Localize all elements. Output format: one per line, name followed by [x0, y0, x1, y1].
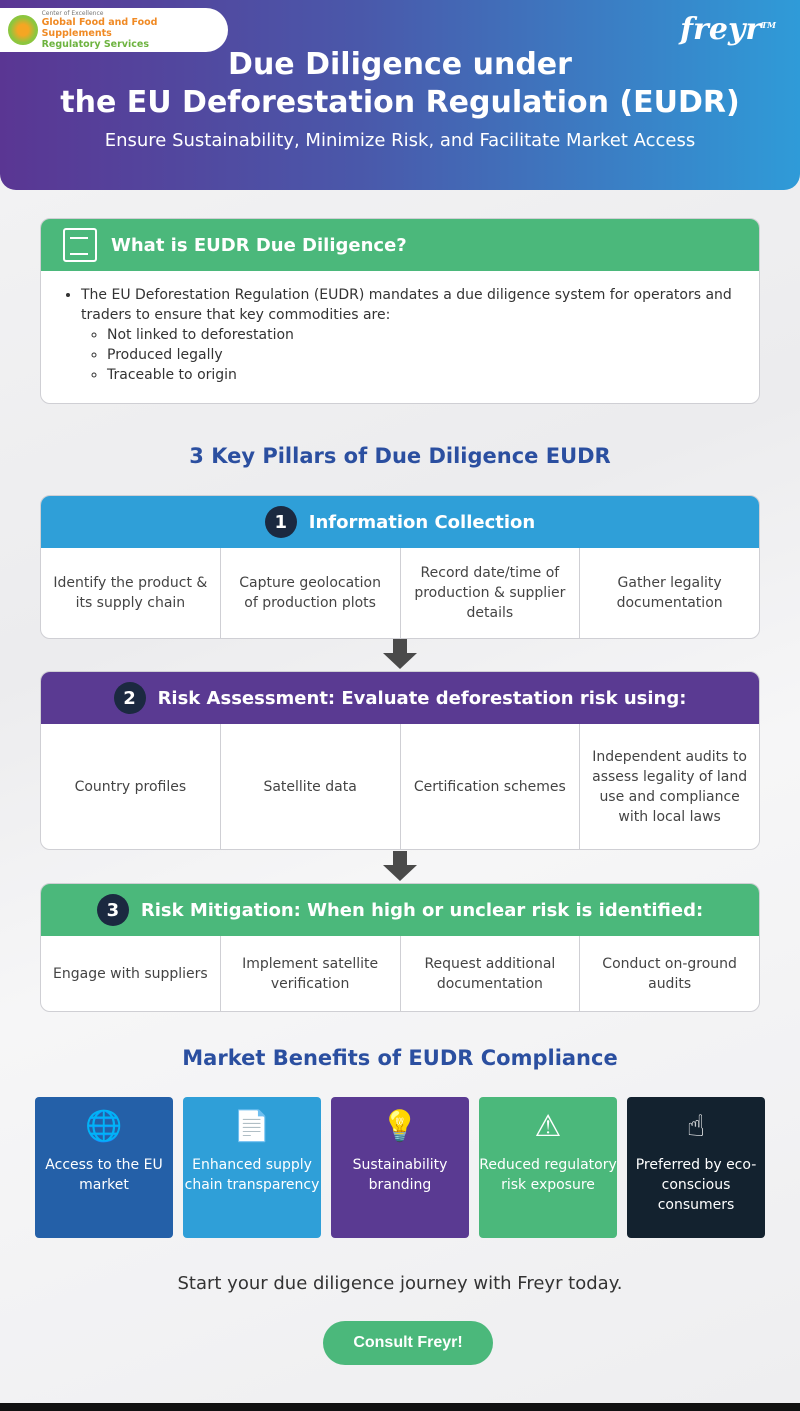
what-item: Produced legally	[107, 345, 741, 365]
benefit-card: 💡 Sustainability branding	[331, 1097, 469, 1238]
pillar-1: 1 Information Collection Identify the pro…	[40, 495, 760, 639]
pillar-cell: Identify the product & its supply chain	[41, 548, 221, 638]
brand-tm: TM	[761, 20, 776, 30]
pillar-cell: Satellite data	[221, 724, 401, 849]
hand-select-icon: ☝	[686, 1109, 706, 1144]
what-is-eudr-box: What is EUDR Due Diligence? The EU Defor…	[40, 218, 760, 404]
pillar-cell: Request additional documentation	[401, 936, 581, 1011]
what-item: Not linked to deforestation	[107, 325, 741, 345]
globe-chart-icon: 🌐	[85, 1109, 123, 1144]
benefit-label: Access to the EU market	[45, 1157, 163, 1193]
title-line2: the EU Deforestation Regulation (EUDR)	[60, 85, 740, 120]
benefit-card: ⚠ Reduced regulatory risk exposure	[479, 1097, 617, 1238]
document-eye-icon: 📄	[233, 1109, 271, 1144]
title-line1: Due Diligence under	[228, 47, 572, 82]
benefit-card: 📄 Enhanced supply chain transparency	[183, 1097, 321, 1238]
page-subtitle: Ensure Sustainability, Minimize Risk, an…	[104, 130, 696, 151]
logo-line1: Global Food and Food Supplements	[41, 17, 158, 39]
pillar-cell: Certification schemes	[401, 724, 581, 849]
pillar-2: 2 Risk Assessment: Evaluate deforestation…	[40, 671, 760, 850]
pillar-number: 1	[264, 506, 297, 538]
brand-name: freyr	[680, 12, 762, 47]
pillar-cell: Independent audits to assess legality of…	[592, 748, 748, 825]
benefit-label: Preferred by eco-conscious consumers	[635, 1157, 757, 1213]
pillar-cell: Implement satellite verification	[221, 936, 401, 1011]
coe-logo: Center of Excellence Global Food and Foo…	[0, 8, 228, 52]
pillar-heading: Risk Assessment: Evaluate deforestation …	[157, 687, 687, 709]
coe-emblem-icon	[8, 15, 38, 45]
logo-line0: Center of Excellence	[41, 10, 104, 17]
pillar-cell: Conduct on-ground audits	[602, 955, 737, 992]
benefit-card: ☝ Preferred by eco-conscious consumers	[627, 1097, 765, 1238]
down-arrow-icon	[383, 639, 417, 669]
what-heading: What is EUDR Due Diligence?	[111, 234, 407, 256]
pillar-3: 3 Risk Mitigation: When high or unclear r…	[40, 883, 760, 1012]
bottom-bar	[0, 1403, 800, 1411]
pillar-cell: Country profiles	[41, 724, 221, 849]
pillar-cell: Record date/time of production & supplie…	[401, 548, 581, 638]
pillar-number: 3	[96, 894, 129, 926]
benefit-label: Reduced regulatory risk exposure	[479, 1157, 617, 1193]
what-text: The EU Deforestation Regulation (EUDR) m…	[81, 285, 741, 385]
benefit-label: Enhanced supply chain transparency	[184, 1157, 320, 1193]
warning-arrows-icon: ⚠	[534, 1109, 562, 1144]
pillar-cell: Gather legality documentation	[616, 575, 723, 611]
pillar-number: 2	[113, 682, 146, 714]
consult-freyr-button[interactable]: Consult Freyr!	[323, 1321, 493, 1365]
down-arrow-icon	[383, 851, 417, 881]
logo-line2: Regulatory Services	[41, 39, 149, 50]
pillars-title: 3 Key Pillars of Due Diligence EUDR	[189, 444, 611, 468]
freyr-logo: freyrTM	[680, 12, 776, 47]
cta-text: Start your due diligence journey with Fr…	[177, 1273, 623, 1294]
what-item: Traceable to origin	[107, 365, 741, 385]
benefit-card: 🌐 Access to the EU market	[35, 1097, 173, 1238]
lightbulb-hands-icon: 💡	[381, 1109, 419, 1144]
pillar-heading: Risk Mitigation: When high or unclear ri…	[140, 899, 704, 921]
pillar-cell: Engage with suppliers	[41, 936, 221, 1011]
pillar-cell: Capture geolocation of production plots	[221, 548, 401, 638]
document-icon	[63, 228, 97, 262]
benefits-title: Market Benefits of EUDR Compliance	[182, 1046, 618, 1070]
what-text-content: The EU Deforestation Regulation (EUDR) m…	[81, 287, 732, 323]
pillar-heading: Information Collection	[308, 511, 536, 533]
benefit-label: Sustainability branding	[352, 1157, 448, 1193]
